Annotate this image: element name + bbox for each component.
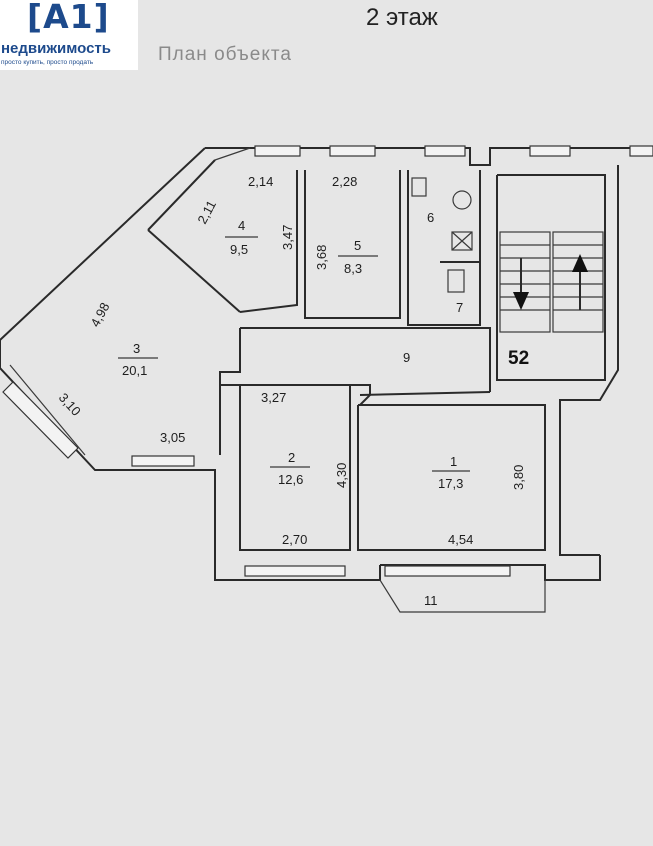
stair-down-arrowhead	[513, 292, 529, 310]
room-1-area: 17,3	[438, 476, 463, 491]
floor-title: 2 этаж	[366, 4, 438, 31]
stair-up-arrowhead	[572, 254, 588, 272]
dim-label: 2,70	[282, 532, 307, 547]
company-logo: [A1] недвижимость просто купить, просто …	[0, 0, 138, 70]
toilet-icon	[411, 177, 427, 197]
plan-caption: План объекта	[158, 44, 292, 65]
staircase	[499, 231, 604, 333]
room-2-number: 2	[288, 450, 295, 465]
drain-icon	[451, 231, 473, 251]
room-5-number: 5	[354, 238, 361, 253]
dim-label: 3,80	[511, 465, 526, 490]
room-7-number: 7	[456, 300, 463, 315]
room-5-area: 8,3	[344, 261, 362, 276]
dim-label: 4,98	[87, 300, 112, 329]
dim-label: 3,27	[261, 390, 286, 405]
room-1-number: 1	[450, 454, 457, 469]
logo-slogan: просто купить, просто продать	[1, 59, 94, 66]
dim-label: 3,10	[56, 390, 84, 419]
room-3-number: 3	[133, 341, 140, 356]
dim-label: 2,28	[332, 174, 357, 189]
outer-walls	[0, 147, 653, 581]
dim-label: 3,68	[314, 245, 329, 270]
dim-label: 2,14	[248, 174, 273, 189]
sanitary-fixtures	[411, 177, 473, 293]
dim-label: 3,05	[160, 430, 185, 445]
dim-label: 4,54	[448, 532, 473, 547]
logo-name: недвижимость	[1, 40, 111, 57]
room-6-number: 6	[427, 210, 434, 225]
interior-walls	[147, 159, 606, 613]
apartment-number: 52	[508, 348, 529, 369]
room-3-area: 20,1	[122, 363, 147, 378]
dim-label: 3,47	[280, 225, 295, 250]
sink-icon	[452, 190, 472, 210]
dim-label: 2,11	[194, 198, 219, 227]
windows	[2, 145, 653, 577]
room-9-number: 9	[403, 350, 410, 365]
dim-label: 4,30	[334, 463, 349, 488]
toilet-icon	[447, 269, 465, 293]
room-11-number: 11	[424, 593, 438, 608]
room-2-area: 12,6	[278, 472, 303, 487]
room-4-area: 9,5	[230, 242, 248, 257]
logo-mark: [A1]	[27, 0, 110, 36]
room-4-number: 4	[238, 218, 245, 233]
